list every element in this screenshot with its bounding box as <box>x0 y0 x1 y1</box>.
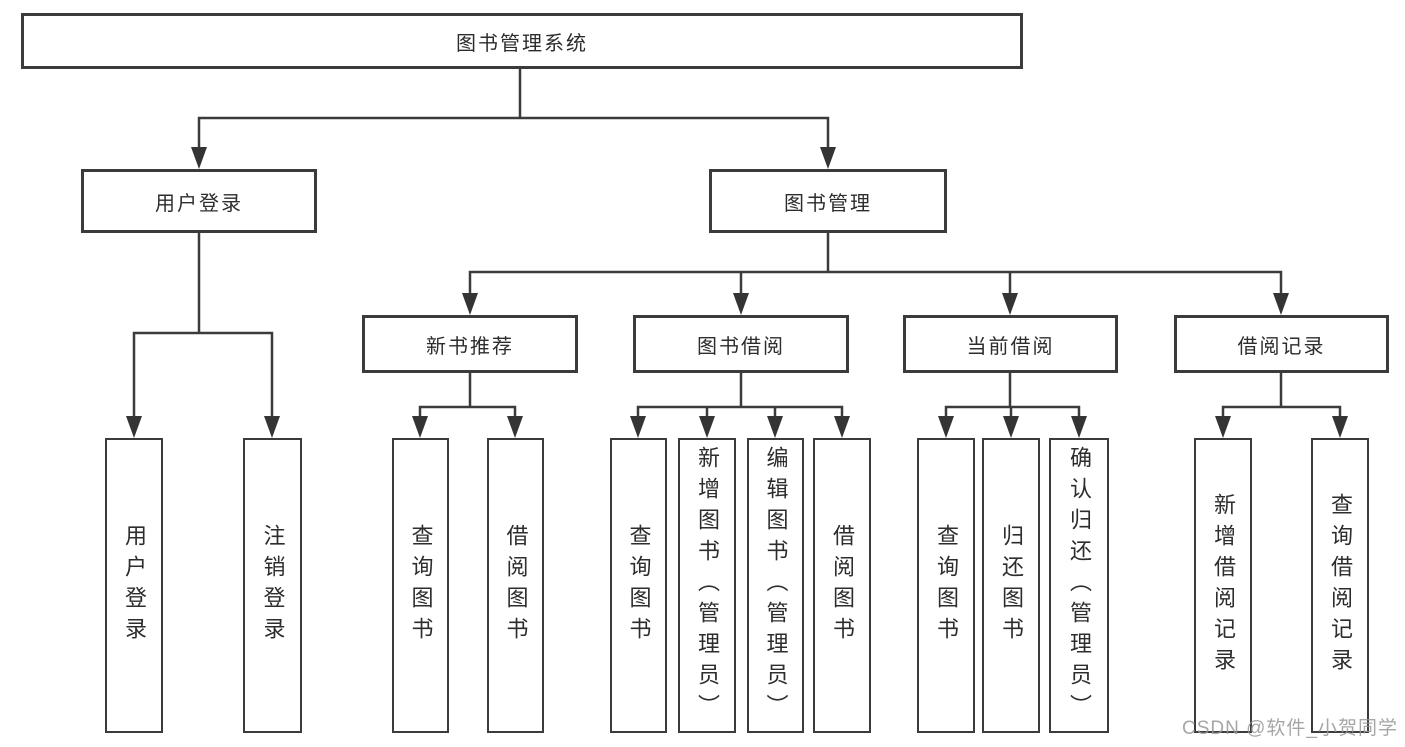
node-book-borrowing: 图书借阅 <box>633 315 849 373</box>
leaf-user-login: 用户登录 <box>105 438 163 733</box>
leaf-borrowing-query-books: 查询图书 <box>610 438 667 733</box>
connector-lines <box>132 67 1342 420</box>
node-user-login: 用户登录 <box>81 169 317 233</box>
leaf-recommend-query-books: 查询图书 <box>392 438 449 733</box>
leaf-recommend-borrow-books: 借阅图书 <box>487 438 544 733</box>
leaf-borrowing-add-books-admin: 新增图书（管理员） <box>678 438 736 733</box>
node-current-borrowing: 当前借阅 <box>903 315 1118 373</box>
watermark-csdn: CSDN @软件_小贺同学 <box>1182 718 1398 739</box>
leaf-borrowing-borrow-books: 借阅图书 <box>813 438 871 733</box>
node-new-book-recommendation: 新书推荐 <box>362 315 578 373</box>
leaf-current-query-books: 查询图书 <box>917 438 975 733</box>
leaf-current-return-books: 归还图书 <box>982 438 1040 733</box>
node-library-management-system: 图书管理系统 <box>21 13 1023 69</box>
leaf-logout: 注销登录 <box>243 438 302 733</box>
node-borrowing-records: 借阅记录 <box>1174 315 1389 373</box>
leaf-current-confirm-return-admin: 确认归还（管理员） <box>1049 438 1109 733</box>
leaf-records-query-record: 查询借阅记录 <box>1311 438 1369 733</box>
leaf-borrowing-edit-books-admin: 编辑图书（管理员） <box>747 438 804 733</box>
node-book-management: 图书管理 <box>709 169 947 233</box>
arrowhead-icons <box>126 147 1348 438</box>
leaf-records-add-record: 新增借阅记录 <box>1194 438 1252 733</box>
